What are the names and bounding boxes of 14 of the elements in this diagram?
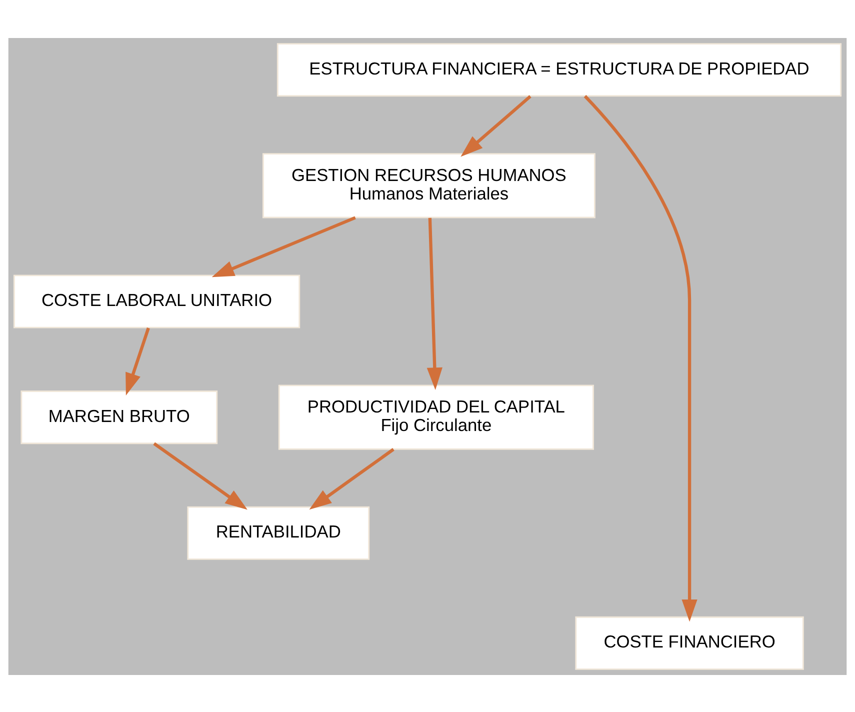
node-box: ESTRUCTURA FINANCIERA = ESTRUCTURA DE PROPIEDAD: [276, 42, 842, 96]
arrow: [212, 216, 356, 277]
node-box: COSTE FINANCIERO: [575, 616, 804, 670]
arrow: [584, 94, 698, 622]
node-box: PRODUCTIVIDAD DEL CAPITAL Fijo Circulante: [278, 384, 594, 450]
node-box: RENTABILIDAD: [187, 506, 370, 560]
arrow: [426, 217, 442, 390]
node-box: COSTE LABORAL UNITARIO: [13, 274, 300, 328]
node-box: GESTION RECURSOS HUMANOS Humanos Materiales: [262, 152, 596, 218]
node-box: MARGEN BRUTO: [20, 390, 218, 444]
arrow: [153, 442, 248, 510]
arrow: [309, 448, 394, 510]
arrow: [460, 94, 532, 156]
arrow: [126, 327, 150, 395]
